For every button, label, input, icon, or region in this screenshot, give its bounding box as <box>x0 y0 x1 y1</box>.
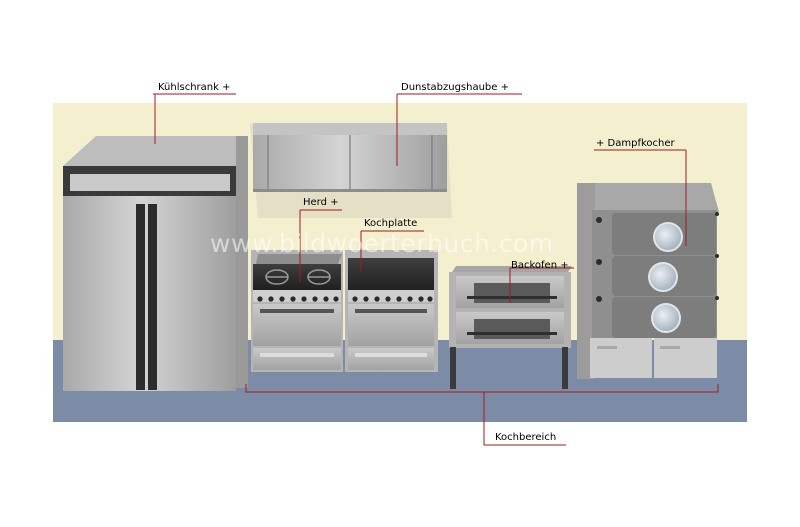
hotplate-range <box>345 250 438 372</box>
watermark: www.bildwoerterbuch.com <box>210 229 554 258</box>
refrigerator <box>63 136 248 391</box>
gas-stove <box>251 250 343 372</box>
leader-lines <box>153 93 719 446</box>
label-kuehlschrank[interactable]: Kühlschrank + <box>158 82 231 93</box>
label-backofen[interactable]: Backofen + <box>511 260 569 271</box>
label-kochplatte[interactable]: Kochplatte <box>364 218 418 229</box>
range-hood <box>250 123 452 218</box>
label-dunstabzugshaube[interactable]: Dunstabzugshaube + <box>401 82 509 93</box>
label-dampfkocher[interactable]: + Dampfkocher <box>596 138 675 149</box>
oven <box>449 266 572 389</box>
steamer <box>577 183 719 379</box>
label-herd[interactable]: Herd + <box>303 197 339 208</box>
label-kochbereich[interactable]: Kochbereich <box>495 432 557 443</box>
